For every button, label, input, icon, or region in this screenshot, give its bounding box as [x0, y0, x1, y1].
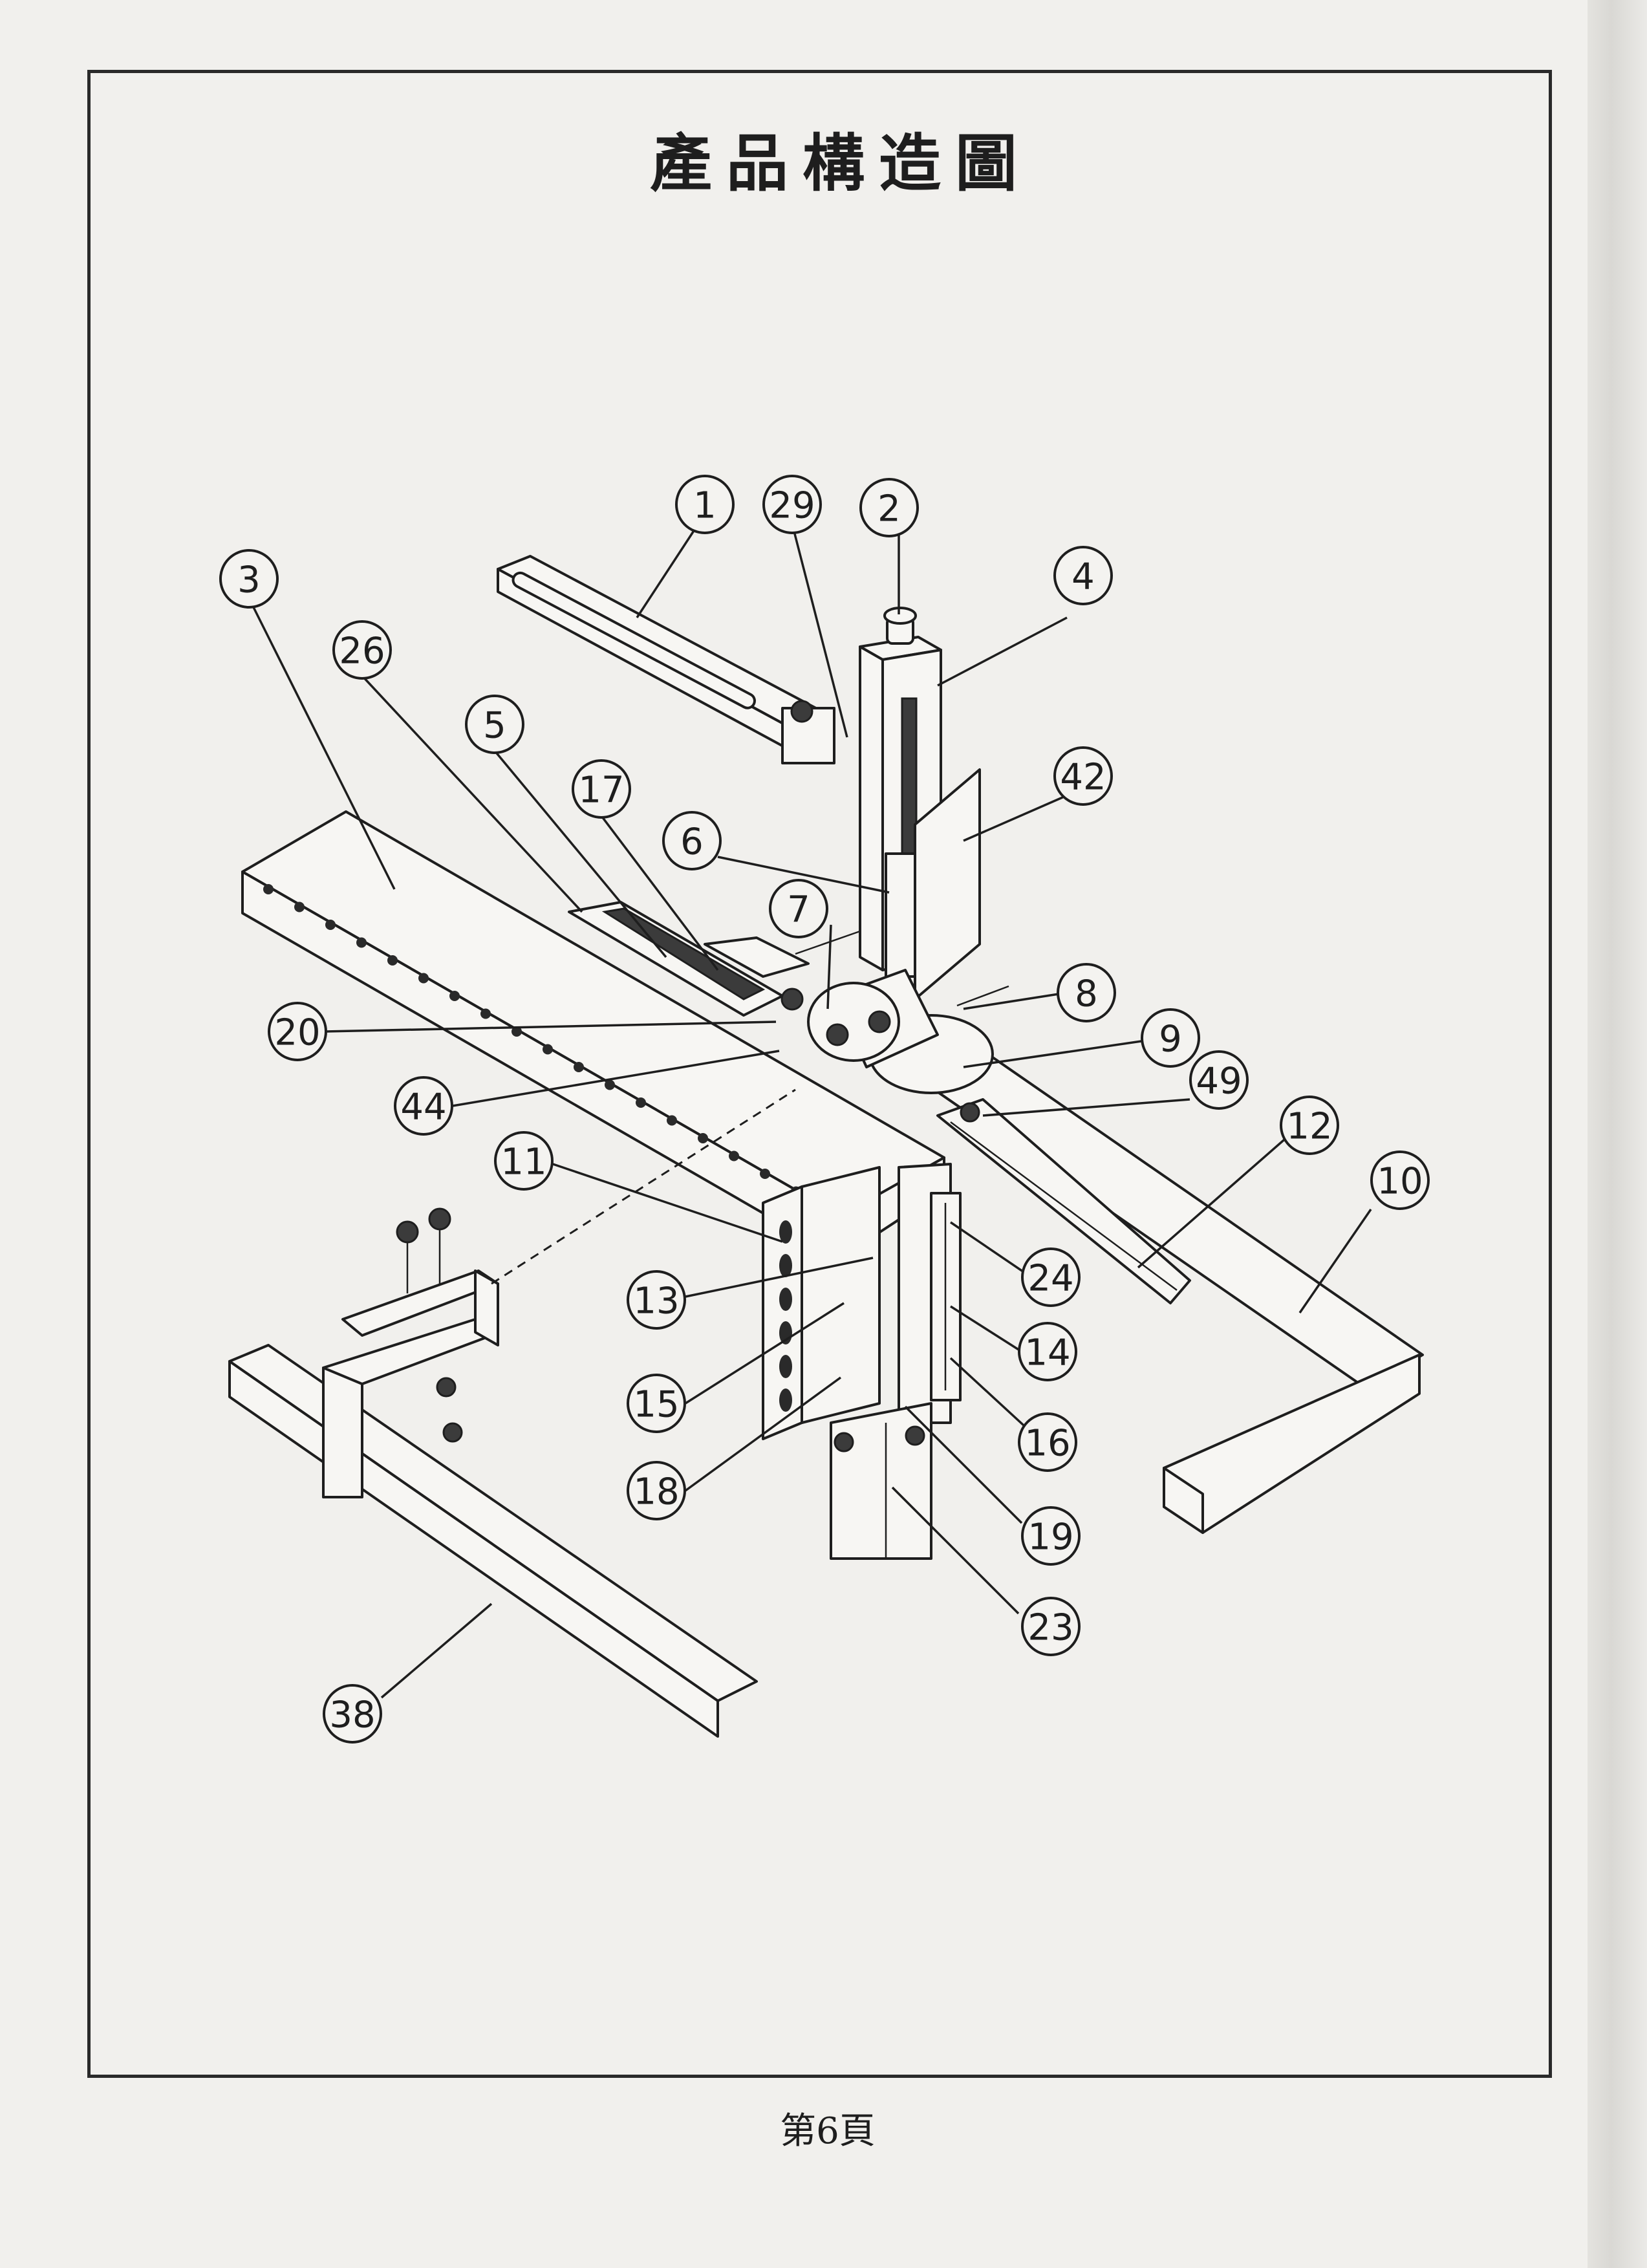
rail-hole	[387, 955, 398, 966]
part-swivel-head	[780, 930, 1009, 1123]
callout-6: 6	[662, 811, 722, 870]
callout-8: 8	[1057, 963, 1116, 1022]
callout-15: 15	[627, 1374, 686, 1433]
rail-hole	[356, 937, 367, 948]
callout-16: 16	[1018, 1412, 1077, 1472]
callout-12: 12	[1280, 1096, 1339, 1155]
svg-text:14: 14	[1024, 1332, 1070, 1374]
svg-text:9: 9	[1159, 1019, 1182, 1061]
frame-slot	[779, 1254, 792, 1277]
callout-2: 2	[859, 478, 919, 537]
svg-text:5: 5	[483, 705, 506, 747]
callout-1: 1	[675, 475, 735, 534]
svg-text:18: 18	[633, 1471, 679, 1513]
callout-3: 3	[219, 549, 279, 609]
rail-hole	[325, 920, 336, 930]
svg-text:42: 42	[1060, 757, 1106, 799]
page-edge-shadow	[1588, 0, 1647, 2268]
page-border	[87, 70, 1552, 2078]
svg-text:20: 20	[274, 1012, 320, 1054]
page-title: 產品構造圖	[650, 127, 1031, 200]
frame-slot	[779, 1220, 792, 1244]
rail-hole	[511, 1026, 522, 1037]
svg-text:49: 49	[1196, 1061, 1242, 1103]
svg-text:17: 17	[578, 770, 624, 812]
part-side-plate	[914, 768, 981, 1000]
part-base-block	[830, 1402, 932, 1560]
rail-hole	[263, 884, 274, 894]
callout-9: 9	[1141, 1008, 1200, 1068]
part-lower-frame	[762, 1163, 962, 1440]
frame-slot	[779, 1288, 792, 1311]
svg-text:29: 29	[769, 485, 815, 527]
part-lower-bar	[228, 1318, 758, 1738]
part-lower-rail	[891, 1027, 1424, 1534]
rail-hole	[418, 973, 429, 984]
callout-26: 26	[332, 620, 392, 680]
callout-23: 20	[268, 1002, 327, 1061]
callout-24: 24	[1021, 1247, 1081, 1307]
callout-13: 13	[627, 1270, 686, 1330]
frame-slot	[779, 1388, 792, 1412]
rail-hole	[760, 1169, 770, 1179]
rail-hole	[667, 1115, 677, 1126]
callout-7: 7	[769, 879, 828, 938]
rail-hole	[636, 1097, 646, 1108]
callout-4: 4	[1053, 546, 1113, 605]
rail-hole	[574, 1062, 584, 1072]
callout-5: 5	[465, 695, 524, 754]
rail-hole	[449, 991, 460, 1001]
svg-text:11: 11	[501, 1141, 546, 1183]
part-rack-block	[704, 936, 810, 978]
svg-text:10: 10	[1377, 1161, 1423, 1203]
rail-hole	[698, 1133, 708, 1143]
svg-text:16: 16	[1024, 1423, 1070, 1465]
page-number: 第6頁	[780, 2110, 876, 2152]
svg-text:44: 44	[400, 1086, 446, 1129]
svg-text:19: 19	[1028, 1517, 1073, 1559]
callout-11: 11	[494, 1131, 554, 1191]
svg-text:12: 12	[1286, 1106, 1332, 1148]
svg-text:6: 6	[680, 821, 704, 863]
frame-slots	[779, 1220, 792, 1412]
callout-29: 29	[762, 475, 822, 534]
callout-18: 17	[572, 759, 631, 819]
callout-19: 19	[1021, 1506, 1081, 1566]
frame-slot	[779, 1355, 792, 1378]
svg-text:2: 2	[877, 488, 901, 530]
svg-text:1: 1	[693, 485, 716, 527]
rail-hole	[605, 1079, 615, 1090]
callout-14: 14	[1018, 1322, 1077, 1381]
rail-hole	[480, 1008, 491, 1019]
svg-text:7: 7	[787, 889, 810, 931]
callout-44: 44	[394, 1076, 453, 1136]
callout-20: 23	[1021, 1597, 1081, 1656]
callout-49: 49	[1189, 1050, 1249, 1110]
rail-holes	[263, 884, 801, 1197]
svg-text:3: 3	[237, 559, 261, 601]
svg-text:24: 24	[1028, 1258, 1073, 1300]
leader-lines	[251, 523, 1372, 1699]
svg-text:8: 8	[1075, 973, 1098, 1015]
part-upper-arm	[497, 555, 835, 764]
rail-hole	[543, 1044, 553, 1055]
svg-text:4: 4	[1071, 556, 1095, 598]
svg-text:26: 26	[339, 631, 385, 673]
assembly-dashed-line	[491, 1088, 796, 1285]
part-top-knob	[883, 607, 917, 645]
callout-10: 10	[1370, 1150, 1430, 1210]
rail-hole	[294, 902, 305, 913]
svg-text:15: 15	[633, 1384, 679, 1426]
callout-17: 18	[627, 1461, 686, 1520]
svg-text:38: 38	[329, 1694, 375, 1736]
callout-42: 42	[1053, 746, 1113, 806]
rail-hole	[729, 1150, 739, 1161]
callout-38: 38	[323, 1684, 382, 1744]
svg-text:13: 13	[633, 1280, 679, 1323]
part-l-bracket	[341, 1207, 499, 1443]
svg-text:23: 23	[1028, 1607, 1073, 1649]
